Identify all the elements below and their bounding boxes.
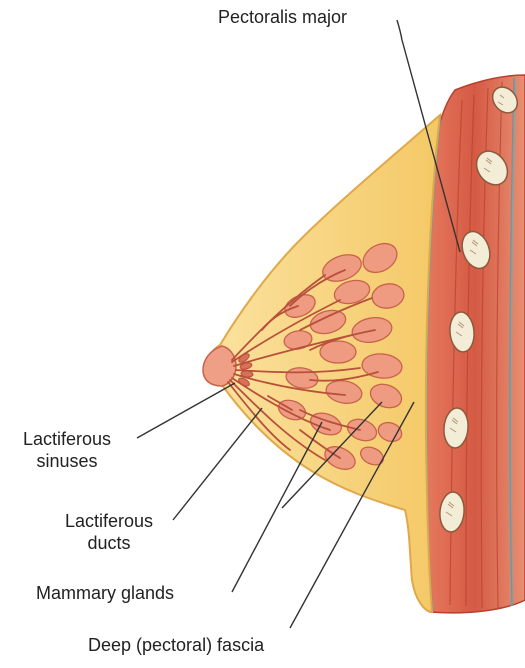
label-pectoralis-major: Pectoralis major <box>218 6 347 28</box>
label-deep-fascia: Deep (pectoral) fascia <box>88 634 264 656</box>
label-lactiferous-ducts: Lactiferous ducts <box>50 510 168 554</box>
leader-lactiferous-ducts <box>173 408 262 520</box>
label-mammary-glands: Mammary glands <box>36 582 174 604</box>
label-lactiferous-ducts-line1: Lactiferous <box>50 510 168 532</box>
label-lactiferous-sinuses-line2: sinuses <box>8 450 126 472</box>
label-lactiferous-ducts-line2: ducts <box>50 532 168 554</box>
label-lactiferous-sinuses: Lactiferous sinuses <box>8 428 126 472</box>
label-lactiferous-sinuses-line1: Lactiferous <box>8 428 126 450</box>
leader-lactiferous-sinuses <box>137 383 235 438</box>
leader-mammary-glands-1 <box>232 422 322 592</box>
